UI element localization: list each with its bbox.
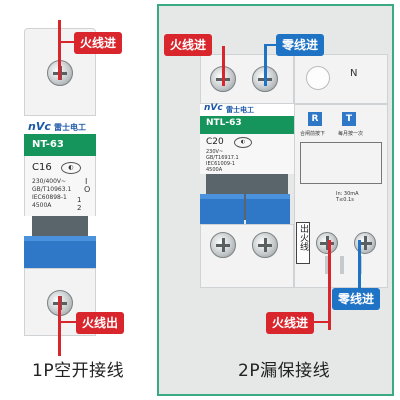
out-live-label: 出火线 <box>298 224 308 251</box>
brand-bar <box>200 104 294 116</box>
spec-line-4: 4500A <box>32 202 52 209</box>
neutral-in-top-tag: 零线进 <box>276 34 325 56</box>
spec-area: C20 ◐ 230V~ GB/T16917.1 IEC61009-1 4500A <box>200 134 294 174</box>
model-label: NT-63 <box>32 139 64 150</box>
reset-button[interactable]: R <box>308 112 322 126</box>
live-in-top-wire <box>222 46 225 86</box>
neutral-in-bottom-wire <box>358 240 361 300</box>
model-label: NTL-63 <box>206 118 242 128</box>
live-out-wire <box>58 296 61 356</box>
indicator-window <box>306 66 330 90</box>
spec-area: C16 ◐ 230/400V~ GB/T10963.1 IEC60898-1 4… <box>24 156 96 216</box>
rcd-spec-1: In: 30mA <box>336 191 359 197</box>
toggle-lever-1[interactable] <box>200 194 244 224</box>
rcd-pin-1 <box>325 256 329 274</box>
out-live-label-box: 出火线 <box>296 222 310 264</box>
ce-mark-icon: ◐ <box>61 162 81 174</box>
live-bottom-pointer <box>310 321 328 323</box>
n-label: N <box>350 68 358 79</box>
live-in-pointer <box>60 41 74 43</box>
ce-mark-icon: ◐ <box>234 137 252 148</box>
right-caption: 2P漏保接线 <box>238 361 331 381</box>
brand-logo: nVc <box>204 103 223 113</box>
bottom-screw-1-icon <box>210 232 236 258</box>
rcd-live-out-screw-icon <box>316 232 338 254</box>
spec-line-1: 230V~ <box>206 149 224 155</box>
spec-line-1: 230/400V~ <box>32 178 67 185</box>
breaker-1p: nVc 雷士电工 NT-63 C16 ◐ 230/400V~ GB/T10963… <box>20 20 100 338</box>
spec-line-4: 4500A <box>206 167 223 173</box>
brand-name: 雷士电工 <box>54 123 86 132</box>
brand-name: 雷士电工 <box>226 106 254 114</box>
left-caption: 1P空开接线 <box>32 361 125 381</box>
live-in-wire <box>58 20 61 80</box>
spec-line-3: IEC60898-1 <box>32 194 67 201</box>
brand-logo: nVc <box>28 120 51 133</box>
rating-label: C16 <box>32 162 52 173</box>
circuit-diagram-icon <box>300 142 382 184</box>
live-in-bottom-wire <box>328 240 331 330</box>
mark-on: I <box>85 177 88 186</box>
spec-line-2: GB/T16917.1 <box>206 155 239 161</box>
rating-label: C20 <box>206 137 224 147</box>
live-in-bottom-tag: 火线进 <box>266 312 315 334</box>
live-out-pointer <box>60 321 76 323</box>
bottom-screw-2-icon <box>252 232 278 258</box>
reset-note: 合闸前按下 <box>300 131 326 137</box>
mark-off: O <box>84 185 91 194</box>
live-out-tag: 火线出 <box>76 312 125 334</box>
spec-line-3: IEC61009-1 <box>206 161 236 167</box>
brand-bar <box>24 120 96 134</box>
model-band: nVc 雷士电工 NT-63 <box>24 120 96 156</box>
breaker-2p-rcd: N nVc 雷士电工 NTL-63 R T 合闸前按下 每月按一次 In: 30… <box>196 54 392 288</box>
spec-line-2: GB/T10963.1 <box>32 186 72 193</box>
test-note: 每月按一次 <box>338 131 364 137</box>
neutral-in-bottom-tag: 零线进 <box>332 288 381 310</box>
mark-1: 1 <box>77 196 82 204</box>
rcd-spec-2: T≤0.1s <box>336 197 354 203</box>
toggle-lever-2[interactable] <box>246 194 290 224</box>
live-in-tag: 火线进 <box>74 32 123 54</box>
mark-2: 2 <box>77 204 82 212</box>
neutral-top-pointer <box>264 44 276 46</box>
test-button[interactable]: T <box>342 112 356 126</box>
rcd-pin-2 <box>340 256 344 274</box>
bottom-terminal-block <box>200 224 294 288</box>
neutral-in-top-wire <box>264 46 267 86</box>
toggle-lever[interactable] <box>24 236 96 268</box>
model-band: nVc 雷士电工 NTL-63 <box>200 103 294 134</box>
live-in-top-tag: 火线进 <box>164 34 213 56</box>
